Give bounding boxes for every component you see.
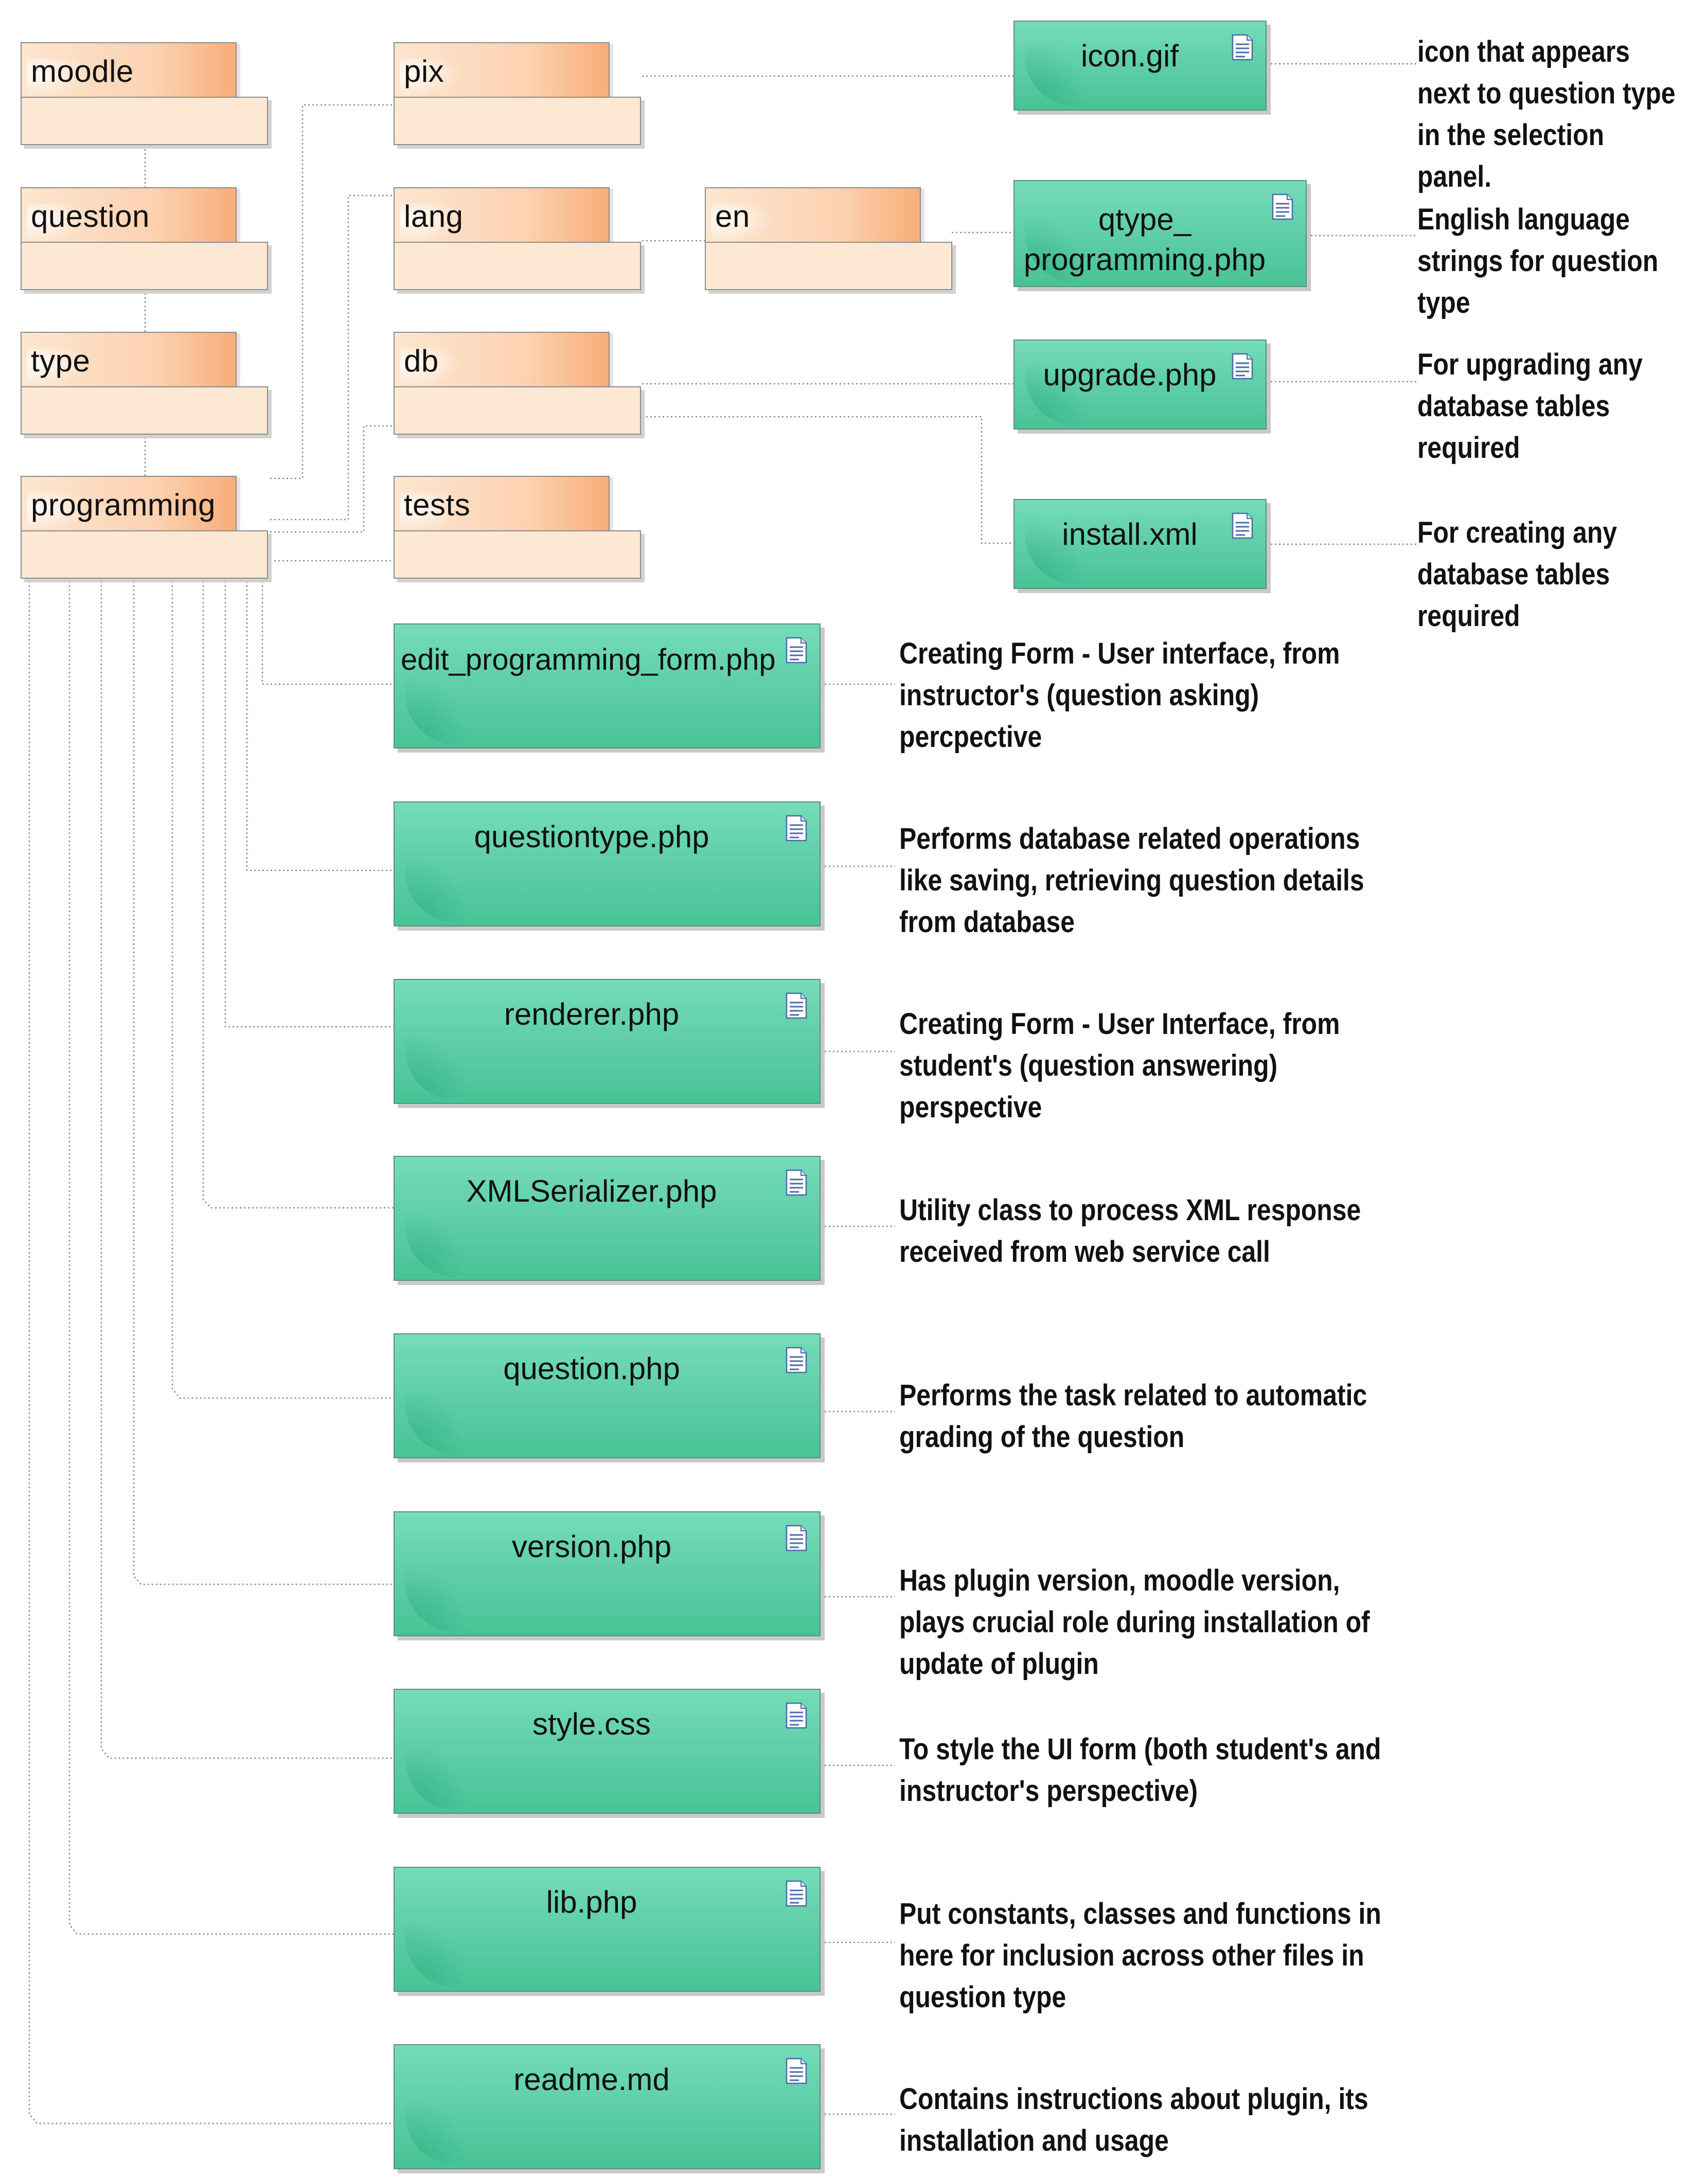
document-icon <box>786 992 807 1019</box>
file-question-php: question.php <box>394 1333 821 1458</box>
document-icon <box>786 1169 807 1196</box>
document-icon <box>786 815 807 842</box>
note-lib: Put constants, classes and functions in … <box>899 1897 1381 2014</box>
folder-db: db <box>394 332 641 435</box>
file-name: upgrade.php <box>1043 358 1217 392</box>
note-question: Performs the task related to automatic g… <box>899 1379 1367 1454</box>
folder-label: en <box>715 199 750 234</box>
document-icon <box>786 2058 807 2084</box>
folder-moodle: moodle <box>21 42 268 145</box>
file-version-php: version.php <box>394 1511 821 1636</box>
document-icon <box>786 1702 807 1729</box>
file-questiontype-php: questiontype.php <box>394 801 821 926</box>
document-icon <box>786 1880 807 1907</box>
folder-label: programming <box>31 488 216 522</box>
file-name: install.xml <box>1062 517 1198 551</box>
note-version: Has plugin version, moodle version, play… <box>899 1564 1370 1681</box>
document-icon <box>1232 353 1253 380</box>
folder-label: question <box>31 199 150 234</box>
file-readme-md: readme.md <box>394 2044 821 2169</box>
folder-label: moodle <box>31 54 134 88</box>
document-icon <box>1232 34 1253 61</box>
document-icon <box>786 637 807 664</box>
folder-programming: programming <box>21 476 268 579</box>
document-icon <box>1232 512 1253 539</box>
note-qtype-programming: English language strings for question ty… <box>1417 203 1659 319</box>
file-edit-programming-form-php: edit_programming_form.php <box>394 623 821 748</box>
file-qtype-programming-php: qtype_ programming.php <box>1013 180 1307 287</box>
file-name: question.php <box>503 1351 680 1386</box>
file-name: renderer.php <box>504 997 680 1031</box>
document-icon <box>1272 193 1293 220</box>
file-name: icon.gif <box>1080 39 1179 73</box>
file-renderer-php: renderer.php <box>394 979 821 1104</box>
file-name: qtype_ programming.php <box>1023 202 1266 277</box>
file-name: readme.md <box>513 2062 670 2097</box>
folder-en: en <box>705 187 952 290</box>
file-lib-php: lib.php <box>394 1867 821 1992</box>
folder-label: lang <box>404 199 464 234</box>
document-icon <box>786 1525 807 1551</box>
note-style: To style the UI form (both student's and… <box>899 1733 1381 1808</box>
folder-question: question <box>21 187 268 290</box>
file-name: questiontype.php <box>474 819 709 854</box>
note-upgrade-php: For upgrading any database tables requir… <box>1417 348 1643 465</box>
file-upgrade-php: upgrade.php <box>1013 340 1267 430</box>
folder-label: db <box>404 344 439 378</box>
file-name: lib.php <box>546 1885 637 1919</box>
note-questiontype: Performs database related operations lik… <box>899 822 1364 939</box>
document-icon <box>786 1347 807 1373</box>
note-edit-programming-form: Creating Form - User interface, from ins… <box>899 637 1340 754</box>
file-style-css: style.css <box>394 1689 821 1814</box>
folder-pix: pix <box>394 42 641 145</box>
note-install-xml: For creating any database tables require… <box>1417 516 1617 633</box>
folder-tests: tests <box>394 476 641 579</box>
file-install-xml: install.xml <box>1013 499 1267 589</box>
folder-label: type <box>31 344 91 378</box>
file-name: edit_programming_form.php <box>401 643 776 676</box>
folder-lang: lang <box>394 187 641 290</box>
note-xmlserializer: Utility class to process XML response re… <box>899 1193 1361 1269</box>
note-readme: Contains instructions about plugin, its … <box>899 2082 1368 2157</box>
folder-type: type <box>21 332 268 435</box>
file-name: style.css <box>532 1707 651 1741</box>
file-xmlserializer-php: XMLSerializer.php <box>394 1156 821 1281</box>
folder-label: tests <box>404 488 471 522</box>
file-name: XMLSerializer.php <box>466 1174 717 1208</box>
file-icon-gif: icon.gif <box>1013 21 1267 111</box>
folder-label: pix <box>404 54 444 88</box>
file-name: version.php <box>511 1529 672 1564</box>
note-renderer: Creating Form - User Interface, from stu… <box>899 1007 1340 1124</box>
note-icon-gif: icon that appears next to question type … <box>1417 35 1676 193</box>
